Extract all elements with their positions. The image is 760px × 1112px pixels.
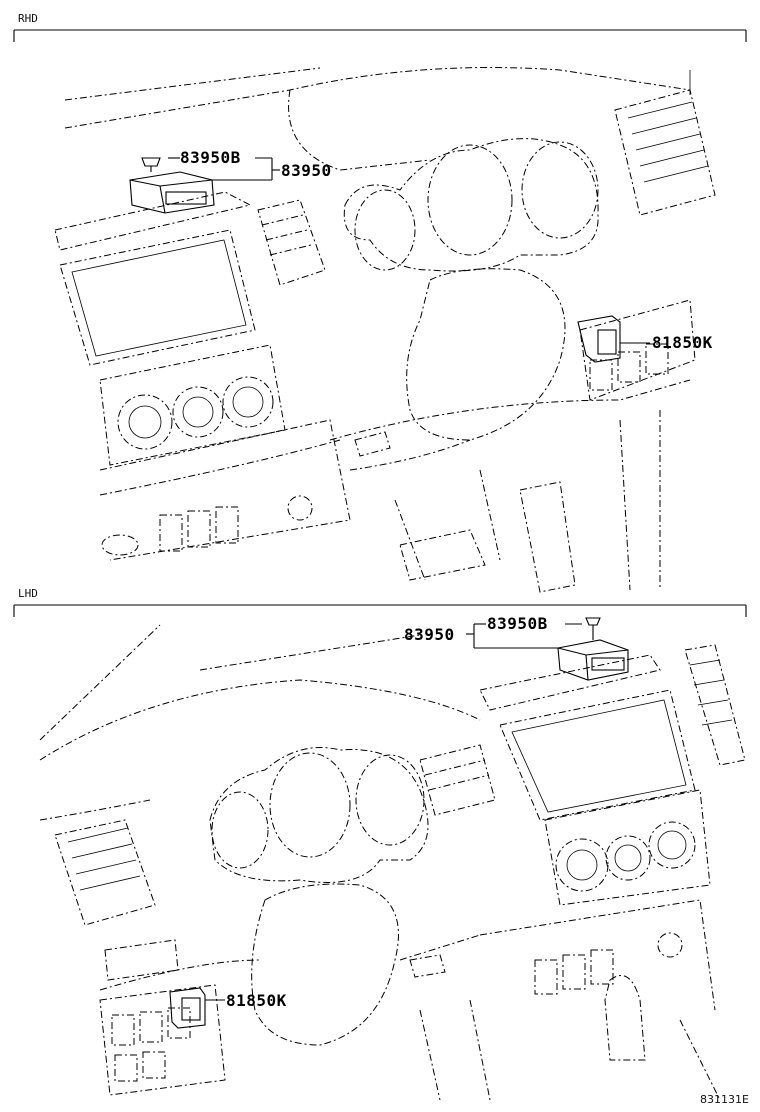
rhd-leader-lines (168, 157, 650, 344)
lhd-panel-frame (13, 604, 747, 617)
lhd-callout-switch: 83950 (404, 625, 455, 644)
rhd-callout-switch: 83950 (281, 161, 332, 180)
lhd-dashboard-drawing (39, 624, 746, 1101)
lhd-switch-81850k (169, 987, 206, 1029)
lhd-callout-mirror-switch: 81850K (226, 991, 287, 1010)
rhd-callout-clip: 83950B (180, 148, 241, 167)
rhd-panel-frame (13, 29, 747, 42)
rhd-callout-mirror-switch: 81850K (652, 333, 713, 352)
rhd-switch-81850k (577, 315, 621, 363)
lhd-panel-label: LHD (18, 587, 38, 600)
figure-code: 831131E (700, 1093, 749, 1106)
lhd-switch-83950 (557, 617, 629, 681)
rhd-switch-83950 (129, 157, 215, 214)
lhd-callout-clip: 83950B (487, 614, 548, 633)
rhd-panel-label: RHD (18, 12, 38, 25)
lhd-leader-lines (205, 623, 582, 1001)
rhd-dashboard-drawing (54, 67, 716, 593)
